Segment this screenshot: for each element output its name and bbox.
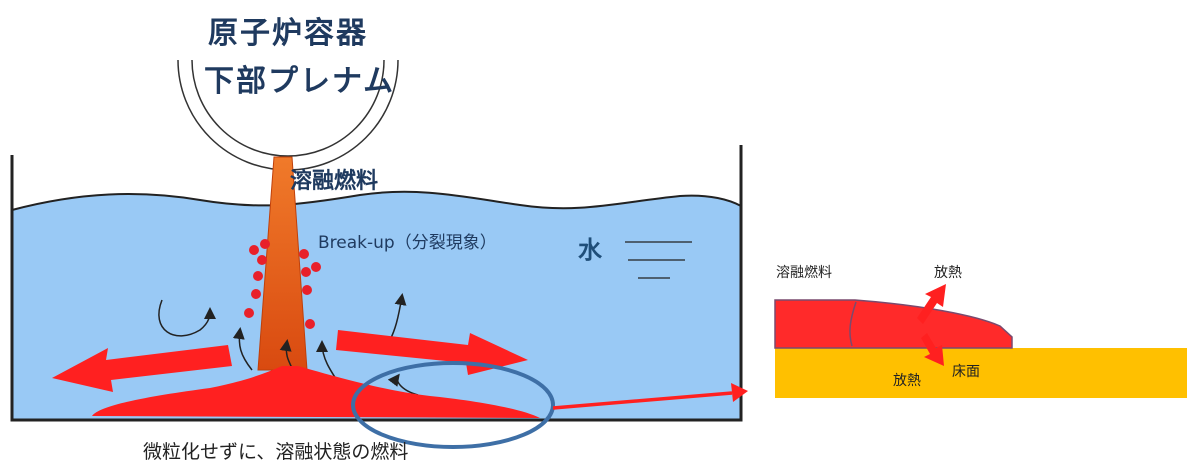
detail-connector-arrowhead bbox=[731, 383, 748, 402]
spread-arrow-left bbox=[52, 345, 232, 392]
detail-heat-bottom-label: 放熱 bbox=[893, 373, 921, 389]
vessel-title-line1: 原子炉容器 bbox=[208, 16, 368, 51]
droplet bbox=[251, 289, 261, 299]
detail-connector-line bbox=[552, 391, 733, 410]
droplet bbox=[249, 245, 259, 255]
detail-floor-label: 床面 bbox=[952, 364, 980, 380]
water-body bbox=[12, 191, 741, 420]
convection-arrow bbox=[387, 373, 419, 396]
tank-wall bbox=[10, 145, 743, 422]
breakup-label: Break-up（分裂現象） bbox=[318, 233, 497, 253]
droplet bbox=[301, 267, 311, 277]
detail-highlight-ellipse bbox=[351, 361, 555, 449]
vessel-inner-arc bbox=[191, 59, 385, 157]
fuel-pool bbox=[92, 366, 540, 418]
droplet bbox=[305, 319, 315, 329]
heat-arrow-down bbox=[921, 333, 944, 366]
convection-arrow bbox=[232, 327, 253, 371]
detail-floor bbox=[775, 348, 1187, 398]
water-level-lines bbox=[625, 241, 692, 279]
detail-fuel-crack bbox=[849, 301, 857, 347]
water-label: 水 bbox=[578, 236, 602, 264]
droplet bbox=[299, 249, 309, 259]
heat-arrow-up bbox=[917, 284, 946, 324]
molten-fuel-label: 溶融燃料 bbox=[290, 169, 379, 194]
caption: 微粒化せずに、溶融状態の燃料 bbox=[143, 441, 409, 463]
droplet bbox=[260, 239, 270, 249]
droplet bbox=[244, 308, 254, 318]
detail-molten-fuel-label: 溶融燃料 bbox=[776, 265, 832, 281]
convection-arrow bbox=[158, 299, 216, 337]
droplet bbox=[257, 255, 267, 265]
vessel-title-line2: 下部プレナム bbox=[204, 64, 396, 99]
detail-fuel-layer bbox=[774, 299, 1013, 349]
fuel-droplets bbox=[244, 239, 321, 329]
water-surface-line bbox=[11, 190, 742, 211]
droplet bbox=[311, 262, 321, 272]
droplet bbox=[302, 285, 312, 295]
droplet bbox=[253, 271, 263, 281]
detail-heat-top-label: 放熱 bbox=[934, 265, 962, 281]
